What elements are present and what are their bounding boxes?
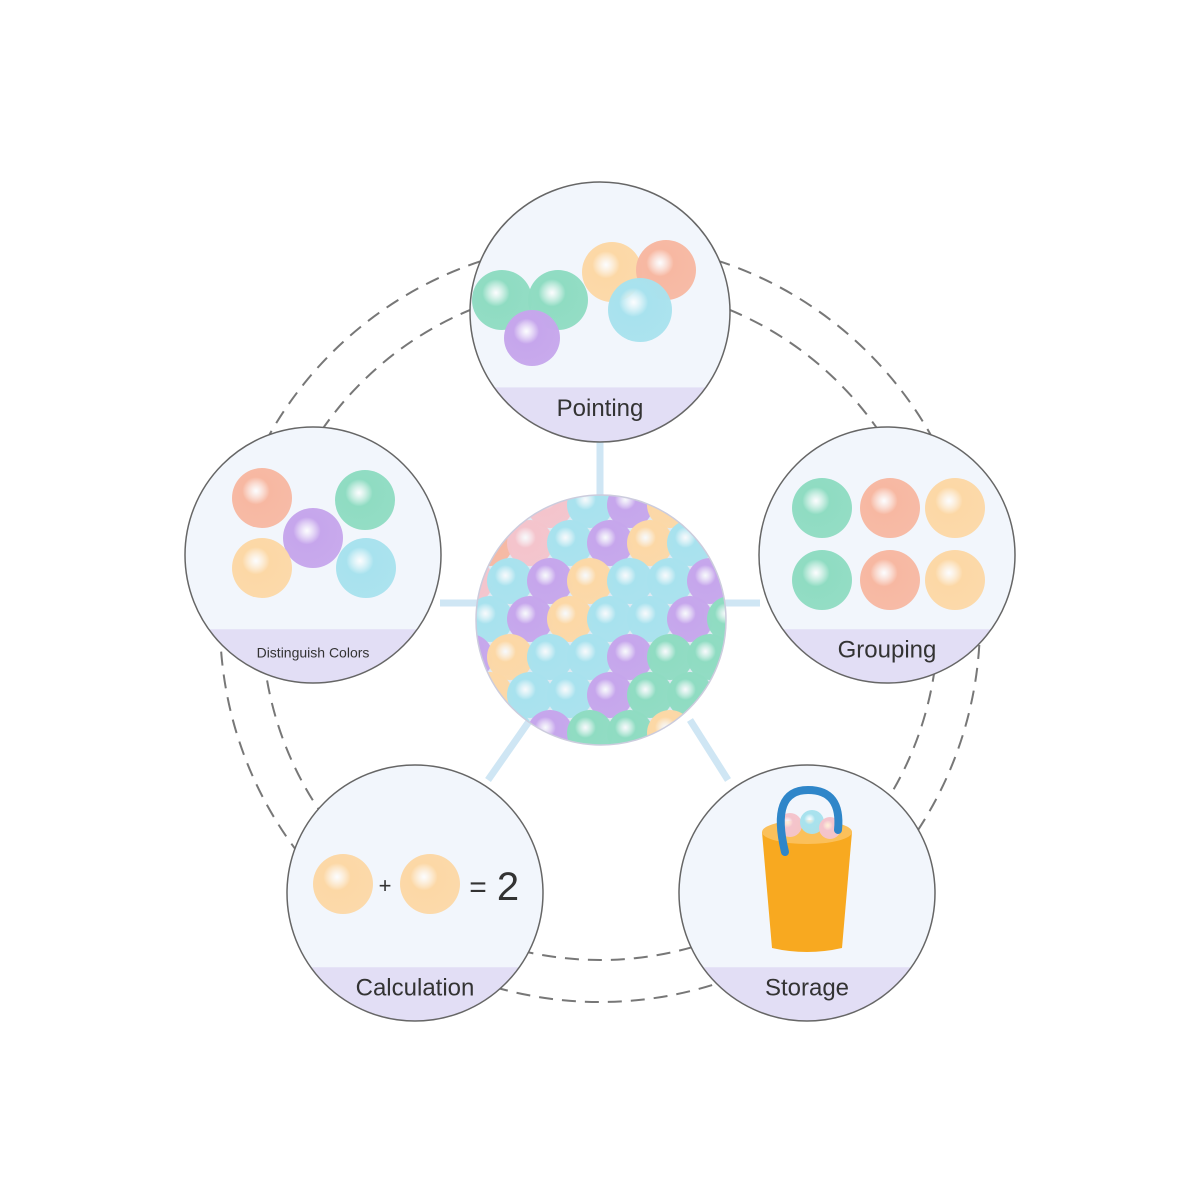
- cream-ball: [400, 854, 460, 914]
- purple-ball: [527, 558, 573, 604]
- aqua-ball: [567, 495, 613, 528]
- bucket-icon: [762, 785, 852, 952]
- peach-ball: [860, 550, 920, 610]
- pink-ball: [476, 495, 493, 528]
- spokes: [440, 440, 760, 783]
- purple-ball: [507, 596, 553, 642]
- ball-pit-center: [475, 494, 793, 756]
- calculation-illustration: + = 2: [313, 854, 519, 914]
- aqua-ball: [476, 710, 493, 745]
- node-grouping: Grouping: [758, 426, 1016, 684]
- pointing-illustration: [472, 240, 696, 366]
- node-label: Distinguish Colors: [257, 644, 370, 660]
- purple-ball: [607, 634, 653, 680]
- node-border: [469, 181, 731, 443]
- cream-ball: [232, 538, 292, 598]
- aqua-ball: [587, 596, 633, 642]
- peach-ball: [232, 468, 292, 528]
- node-label: Grouping: [838, 636, 937, 663]
- plus-sign: +: [379, 873, 392, 898]
- node-border: [286, 764, 544, 1022]
- node-label: Pointing: [557, 395, 644, 422]
- mint-ball: [792, 478, 852, 538]
- aqua-ball: [687, 495, 726, 528]
- aqua-ball: [476, 596, 513, 642]
- cream-ball: [487, 634, 533, 680]
- purple-ball: [667, 596, 713, 642]
- node-border: [678, 764, 936, 1022]
- aqua-ball: [707, 520, 726, 566]
- mint-ball: [792, 550, 852, 610]
- pink-ball: [507, 520, 553, 566]
- mint-ball: [607, 710, 653, 745]
- aqua-ball: [547, 520, 593, 566]
- cream-ball: [707, 672, 726, 718]
- purple-ball: [587, 672, 633, 718]
- equals-sign: =: [469, 871, 487, 904]
- purple-ball: [587, 520, 633, 566]
- aqua-ball: [487, 558, 533, 604]
- aqua-ball: [607, 558, 653, 604]
- purple-ball: [476, 634, 493, 680]
- aqua-ball: [336, 538, 396, 598]
- peach-ball: [860, 478, 920, 538]
- node-label: Storage: [765, 974, 849, 1001]
- aqua-ball: [507, 672, 553, 718]
- storage-illustration: [762, 785, 852, 952]
- cream-ball: [925, 478, 985, 538]
- aqua-ball: [800, 810, 824, 834]
- node-border: [758, 426, 1016, 684]
- cream-ball: [567, 558, 613, 604]
- node-distinguish: Distinguish Colors: [184, 426, 442, 684]
- purple-ball: [527, 710, 573, 745]
- node-label: Calculation: [356, 974, 475, 1001]
- aqua-ball: [567, 634, 613, 680]
- aqua-ball: [547, 672, 593, 718]
- mint-ball: [707, 596, 726, 642]
- peach-ball: [727, 710, 773, 756]
- purple-ball: [607, 495, 653, 528]
- cream-ball: [547, 596, 593, 642]
- aqua-ball: [608, 278, 672, 342]
- mint-ball: [567, 710, 613, 745]
- result-number: 2: [497, 865, 519, 909]
- mint-ball: [335, 470, 395, 530]
- cream-ball: [727, 634, 773, 680]
- purple-ball: [504, 310, 560, 366]
- mint-ball: [627, 672, 673, 718]
- cream-ball: [925, 550, 985, 610]
- cream-ball: [627, 520, 673, 566]
- aqua-ball: [647, 558, 693, 604]
- grouping-illustration: [792, 478, 985, 610]
- aqua-ball: [527, 634, 573, 680]
- aqua-ball: [627, 596, 673, 642]
- node-storage: Storage: [678, 764, 936, 1022]
- cream-ball: [313, 854, 373, 914]
- distinguish-illustration: [232, 468, 396, 598]
- node-border: [184, 426, 442, 684]
- pink-ball: [747, 672, 793, 718]
- purple-ball: [283, 508, 343, 568]
- node-calculation: Calculation + = 2: [286, 764, 544, 1022]
- mint-ball: [647, 634, 693, 680]
